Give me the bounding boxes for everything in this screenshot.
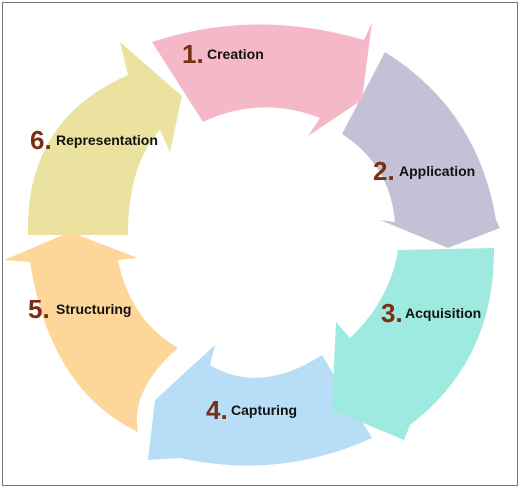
step-label: Representation [56,132,158,148]
arrow-creation [152,22,372,136]
step-number: 6. [30,125,52,155]
arrow-acquisition [332,248,495,440]
step-capturing: 4. Capturing [206,395,297,425]
step-label: Capturing [231,402,297,418]
step-representation: 6. Representation [30,125,158,155]
step-application: 2. Application [373,156,475,186]
arrow-structuring [4,232,178,432]
step-number: 5. [28,294,50,324]
step-structuring: 5. Structuring [28,294,131,324]
step-label: Creation [207,46,264,62]
step-number: 4. [206,395,228,425]
step-number: 3. [381,298,403,328]
step-number: 2. [373,156,395,186]
step-label: Acquisition [405,305,481,321]
arrow-application [342,52,500,248]
step-label: Application [399,163,475,179]
step-label: Structuring [56,301,131,317]
arrow-representation [27,42,182,235]
step-creation: 1. Creation [182,39,264,69]
arrow-capturing [148,345,372,466]
step-acquisition: 3. Acquisition [381,298,481,328]
step-number: 1. [182,39,204,69]
